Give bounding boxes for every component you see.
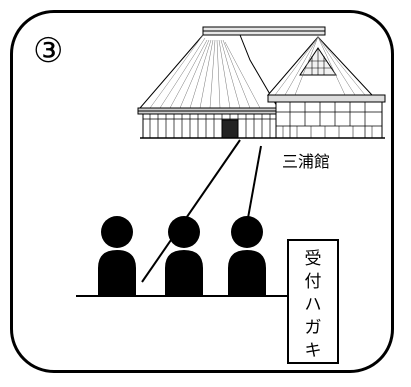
sign-char: 受 [305, 249, 322, 269]
leader-line-right [247, 145, 262, 219]
sign-char: キ [305, 341, 322, 361]
person-silhouette [228, 216, 266, 296]
building-illustration [137, 26, 386, 139]
person-silhouette [165, 216, 203, 296]
sign-char: ハ [305, 295, 322, 315]
reception-sign [287, 239, 339, 364]
person-silhouette [98, 216, 136, 296]
sign-char: ガ [305, 318, 322, 338]
reception-sign-text: 受 付 ハ ガ キ [305, 249, 322, 361]
building-label: 三浦館 [282, 152, 330, 171]
panel-number: ③ [33, 31, 63, 71]
leader-line-left [141, 139, 241, 283]
sign-char: 付 [305, 272, 322, 292]
people-silhouettes [98, 216, 266, 296]
